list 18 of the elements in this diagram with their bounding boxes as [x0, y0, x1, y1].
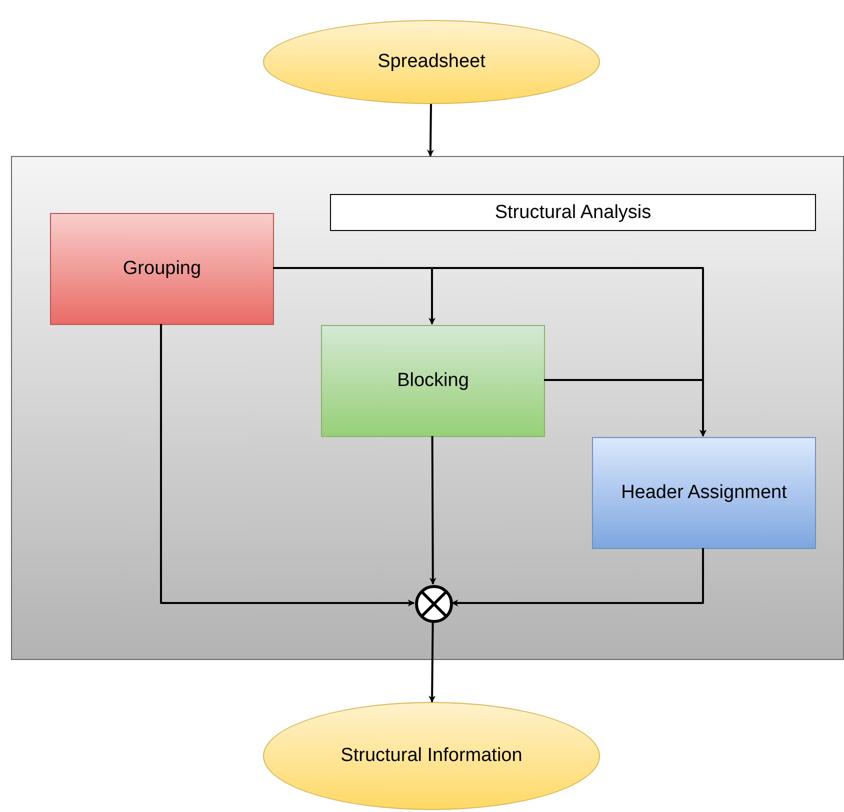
- node-label: Grouping: [122, 257, 202, 282]
- process-box: [321, 325, 545, 437]
- merge-circle: [415, 585, 453, 623]
- title-box: [330, 194, 816, 231]
- arrow: [544, 379, 706, 437]
- node-label: Header Assignment: [621, 481, 787, 506]
- arrow: [428, 622, 436, 703]
- node-label: Structural Analysis: [494, 200, 652, 225]
- process-box: [50, 213, 274, 325]
- arrow: [160, 324, 415, 606]
- group-panel: [11, 156, 844, 660]
- process-box: [592, 437, 816, 549]
- arrow: [426, 104, 434, 157]
- node-label: Structural Information: [340, 744, 522, 768]
- arrow: [451, 548, 704, 606]
- node-label: Spreadsheet: [378, 50, 486, 74]
- node-label: Blocking: [397, 369, 469, 394]
- arrow: [429, 436, 436, 585]
